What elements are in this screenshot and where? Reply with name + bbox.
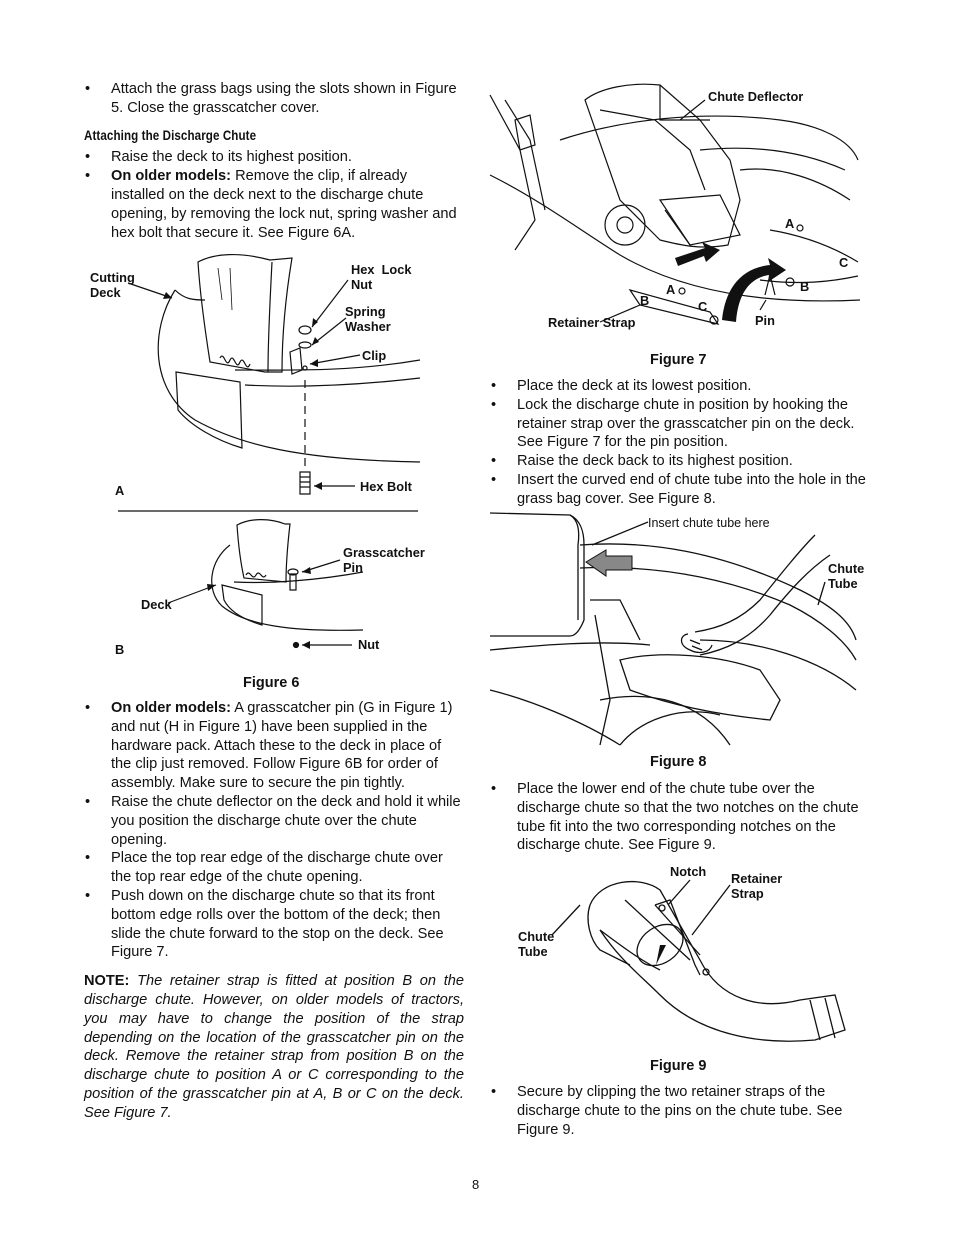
bullet-secure-straps: Secure by clipping the two retainer stra… (490, 1083, 870, 1139)
fig6-label-cutting-deck: Cutting Deck (90, 270, 135, 300)
fig6-label-hex-bolt: Hex Bolt (360, 479, 412, 494)
fig6-label-nut: Nut (358, 637, 380, 652)
older-models-label: On older models: (111, 168, 232, 185)
bullet-attach-grass-bags: Attach the grass bags using the slots sh… (84, 80, 464, 118)
bullet-lock-discharge-chute: Lock the discharge chute in position by … (490, 396, 870, 452)
fig6-label-clip: Clip (362, 348, 387, 363)
right-column-top: Place the deck at its lowest position. L… (490, 377, 870, 509)
fig6-label-a: A (115, 483, 125, 498)
bullet-lowest-position: Place the deck at its lowest position. (490, 377, 870, 396)
fig6-label-spring-washer: Spring Washer (345, 304, 391, 334)
fig8-label-chute-tube: Chute Tube (828, 561, 865, 591)
section-heading: Attaching the Discharge Chute (84, 127, 257, 143)
note-paragraph: NOTE: The retainer strap is fitted at po… (84, 972, 464, 1122)
older-models-clip-text: Remove the clip, if already installed on… (111, 168, 457, 241)
fig7-label-retainer-strap: Retainer Strap (548, 315, 636, 330)
fig6-label-hex-lock-nut: Hex Lock Nut (351, 262, 412, 292)
bullet-raise-chute-deflector: Raise the chute deflector on the deck an… (84, 793, 464, 849)
right-column-bottom: Secure by clipping the two retainer stra… (490, 1083, 870, 1139)
bullet-place-lower-end: Place the lower end of the chute tube ov… (490, 780, 870, 855)
fig6-label-deck: Deck (141, 597, 172, 612)
fig7-label-c-deck: C (839, 255, 849, 270)
fig7-label-c-chute: C (698, 299, 708, 314)
fig8-label-insert-chute-tube: Insert chute tube here (648, 516, 770, 530)
figure-9-caption: Figure 9 (650, 1058, 707, 1074)
fig7-label-b-chute: B (640, 293, 650, 308)
older-models-pin-text: A grasscatcher pin (G in Figure 1) and n… (111, 700, 453, 792)
older-models-label-2: On older models: (111, 700, 232, 716)
fig9-label-notch: Notch (670, 864, 707, 879)
left-column: Attach the grass bags using the slots sh… (84, 80, 464, 242)
fig9-label-chute-tube: Chute Tube (518, 929, 555, 959)
bullet-older-models-pin: On older models: A grasscatcher pin (G i… (84, 699, 464, 793)
figure-6-caption: Figure 6 (243, 675, 300, 691)
fig7-label-chute-deflector: Chute Deflector (708, 89, 804, 104)
bullet-raise-deck: Raise the deck to its highest position. (84, 148, 464, 167)
fig7-label-pin: Pin (755, 313, 775, 328)
left-column-lower: On older models: A grasscatcher pin (G i… (84, 699, 464, 1137)
bullet-raise-deck-back: Raise the deck back to its highest posit… (490, 452, 870, 471)
fig7-label-a-deck: A (785, 216, 795, 231)
note-label: NOTE: (84, 973, 130, 990)
bullet-older-models-clip: On older models: Remove the clip, if alr… (84, 167, 464, 242)
figure-7-caption: Figure 7 (650, 352, 707, 368)
bullet-insert-chute-tube: Insert the curved end of chute tube into… (490, 471, 870, 509)
fig6-label-b: B (115, 642, 125, 657)
bullet-push-down-chute: Push down on the discharge chute so that… (84, 887, 464, 962)
note-text: The retainer strap is fitted at position… (84, 973, 464, 1121)
fig6-label-grasscatcher-pin: Grasscatcher Pin (343, 545, 425, 575)
figure-8-caption: Figure 8 (650, 754, 707, 770)
fig7-label-b-deck: B (800, 279, 810, 294)
bullet-place-top-rear-edge: Place the top rear edge of the discharge… (84, 849, 464, 887)
page-number: 8 (472, 1177, 480, 1192)
fig9-label-retainer-strap: Retainer Strap (731, 871, 783, 901)
fig7-label-a-chute: A (666, 282, 676, 297)
right-column-mid: Place the lower end of the chute tube ov… (490, 780, 870, 855)
